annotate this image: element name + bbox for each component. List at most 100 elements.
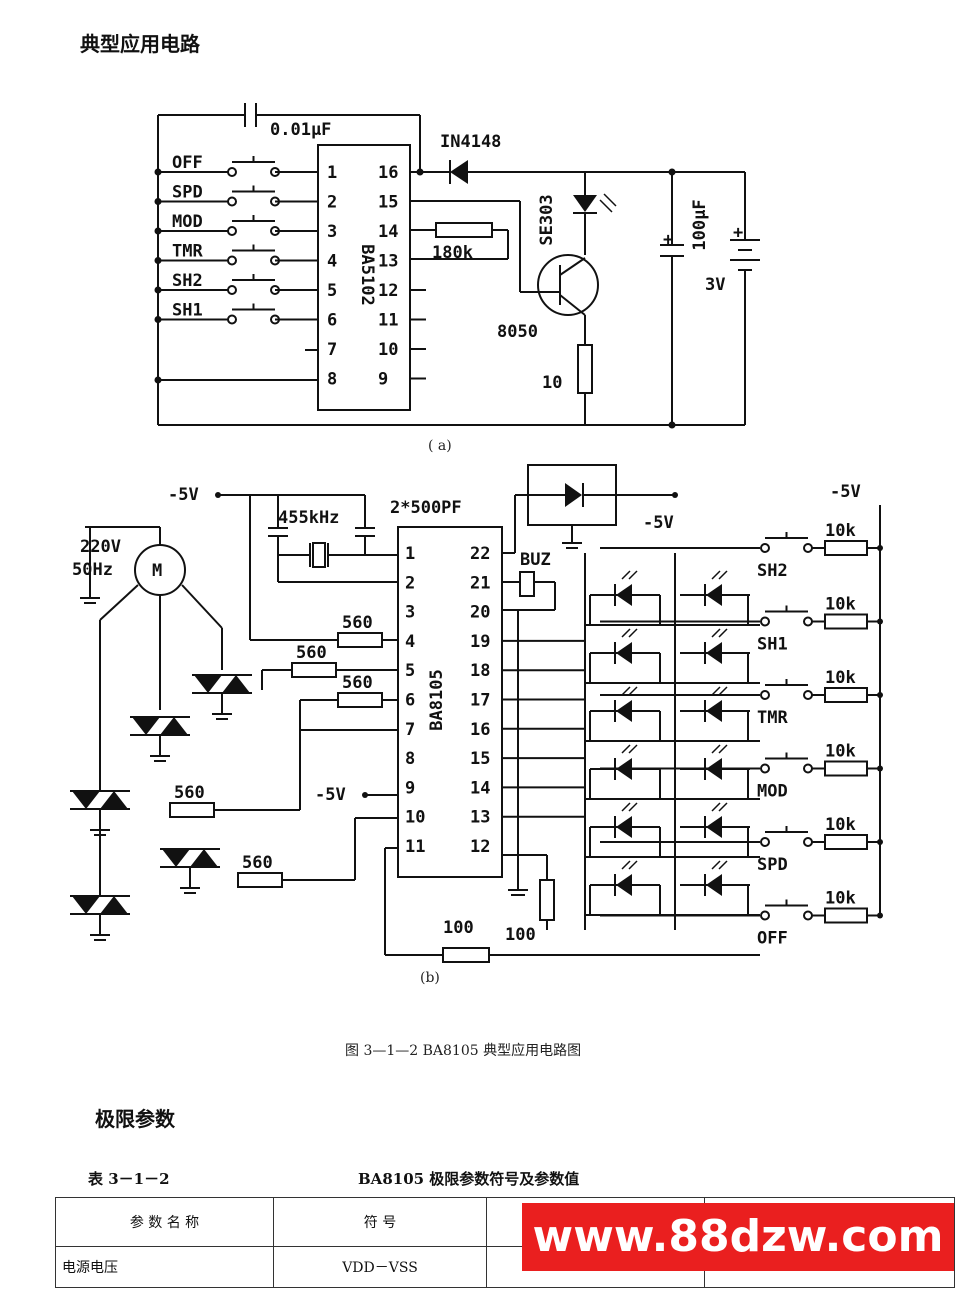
- figure-caption: 图 3—1—2 BA8105 典型应用电路图: [345, 1042, 581, 1059]
- button-mod-label: MOD: [172, 212, 203, 232]
- triac-5: [70, 895, 130, 941]
- svg-text:10k: 10k: [825, 815, 856, 835]
- ic-b-pin-22: 22: [470, 544, 490, 564]
- ic-b-pin-6: 6: [405, 691, 415, 711]
- crystal-455khz-label: 455kHz: [278, 508, 339, 528]
- button-b-sh2-label: SH2: [757, 561, 788, 581]
- button-b-tmr[interactable]: TMR: [757, 679, 813, 728]
- button-b-tmr-label: TMR: [757, 708, 788, 728]
- ic-a-pin-11: 11: [378, 311, 398, 331]
- button-tmr-label: TMR: [172, 242, 203, 262]
- button-sh2-label: SH2: [172, 271, 203, 291]
- resistor-560-r4: 560: [169, 783, 215, 818]
- svg-text:10k: 10k: [825, 595, 856, 615]
- cap-0.01uf-label: 0.01μF: [270, 120, 331, 140]
- caption-a: ( a): [428, 438, 452, 454]
- ic-b-pin-21: 21: [470, 573, 490, 593]
- ic-a-pin-16: 16: [378, 163, 398, 183]
- resistor-10k-spd: 10k: [824, 815, 868, 850]
- svg-text:+: +: [663, 230, 673, 250]
- resistor-180k-label: 180k: [432, 243, 473, 263]
- triac-1: [192, 674, 252, 720]
- cell-param-name: 电源电压: [55, 1246, 274, 1288]
- transistor-8050: [537, 254, 599, 316]
- ic-b-pin-5: 5: [405, 661, 415, 681]
- caption-b: (b): [420, 970, 440, 986]
- button-sh1[interactable]: SH1: [172, 301, 280, 325]
- led-r6-c1: [590, 860, 660, 896]
- button-b-spd[interactable]: SPD: [757, 826, 813, 875]
- elcap-100uf-label: 100μF: [690, 199, 710, 250]
- ic-b-pin-19: 19: [470, 632, 490, 652]
- transistor-8050-label: 8050: [497, 322, 538, 342]
- triac-3: [70, 790, 130, 836]
- resistor-10k-mod: 10k: [824, 742, 868, 777]
- ic-b-pin-8: 8: [405, 749, 415, 769]
- ic-b-pin-13: 13: [470, 808, 490, 828]
- resistor-560-r3: 560: [337, 673, 383, 708]
- resistor-560-r1: 560: [337, 613, 383, 648]
- resistor-560-r2: 560: [291, 643, 337, 678]
- svg-text:560: 560: [242, 853, 273, 873]
- section-heading-limits: 极限参数: [95, 1107, 175, 1131]
- button-b-sh1[interactable]: SH1: [757, 605, 813, 655]
- ic-ba8105-body: [397, 526, 503, 878]
- ic-b-pin-20: 20: [470, 603, 490, 623]
- button-b-spd-label: SPD: [757, 855, 788, 875]
- ic-b-pin-9: 9: [405, 778, 415, 798]
- led-r5-c1: [590, 802, 660, 838]
- ic-a-pin-1: 1: [327, 163, 337, 183]
- resistor-10k-off: 10k: [824, 889, 868, 924]
- button-b-sh2[interactable]: SH2: [757, 532, 813, 581]
- led-r4-c2: [680, 744, 750, 780]
- button-b-mod[interactable]: MOD: [757, 752, 813, 802]
- button-off[interactable]: OFF: [172, 153, 280, 177]
- table-number: 表 3－1－2: [88, 1170, 170, 1188]
- button-b-mod-label: MOD: [757, 782, 788, 802]
- mains-220v-label: 220V: [80, 537, 121, 557]
- ic-b-pin-12: 12: [470, 837, 490, 857]
- neg5v-label-3: -5V: [830, 482, 861, 502]
- svg-text:560: 560: [342, 673, 373, 693]
- ic-b-pin-18: 18: [470, 661, 490, 681]
- buzzer-label: BUZ: [520, 550, 551, 570]
- ic-a-pin-9: 9: [378, 370, 388, 390]
- led-r1-c2: [680, 570, 750, 606]
- ic-ba5102-label: BA5102: [357, 244, 377, 305]
- ic-b-pin-7: 7: [405, 720, 415, 740]
- watermark-banner: www.88dzw.com: [522, 1203, 954, 1271]
- button-tmr[interactable]: TMR: [172, 242, 280, 266]
- neg5v-label-1: -5V: [168, 485, 199, 505]
- resistor-10k-sh1: 10k: [824, 595, 868, 630]
- ic-a-pin-13: 13: [378, 252, 398, 272]
- led-r2-c1: [590, 628, 660, 664]
- mains-50hz-label: 50Hz: [72, 560, 113, 580]
- ic-a-pin-5: 5: [327, 281, 337, 301]
- triac-2: [130, 716, 190, 762]
- led-r1-c1: [590, 570, 660, 606]
- ic-ba5102-body: [317, 144, 411, 411]
- ic-b-pin-11: 11: [405, 837, 425, 857]
- button-spd[interactable]: SPD: [172, 183, 280, 207]
- resistor-100-bottom-label: 100: [443, 918, 474, 938]
- button-b-sh1-label: SH1: [757, 635, 788, 655]
- button-spd-label: SPD: [172, 183, 203, 203]
- button-b-off[interactable]: OFF: [757, 899, 813, 949]
- ic-a-pin-3: 3: [327, 222, 337, 242]
- ic-b-pin-4: 4: [405, 632, 415, 652]
- cell-symbol: VDD－VSS: [273, 1246, 487, 1288]
- triac-4: [160, 848, 220, 894]
- ic-b-pin-14: 14: [470, 778, 490, 798]
- ic-a-pin-10: 10: [378, 340, 398, 360]
- svg-text:10k: 10k: [825, 889, 856, 909]
- battery-3v-label: 3V: [705, 275, 725, 295]
- neg5v-label-4: -5V: [315, 785, 346, 805]
- resistor-10-label: 10: [542, 373, 562, 393]
- ic-a-pin-8: 8: [327, 370, 337, 390]
- svg-text:560: 560: [342, 613, 373, 633]
- svg-text:10k: 10k: [825, 521, 856, 541]
- svg-text:10k: 10k: [825, 742, 856, 762]
- button-off-label: OFF: [172, 153, 203, 173]
